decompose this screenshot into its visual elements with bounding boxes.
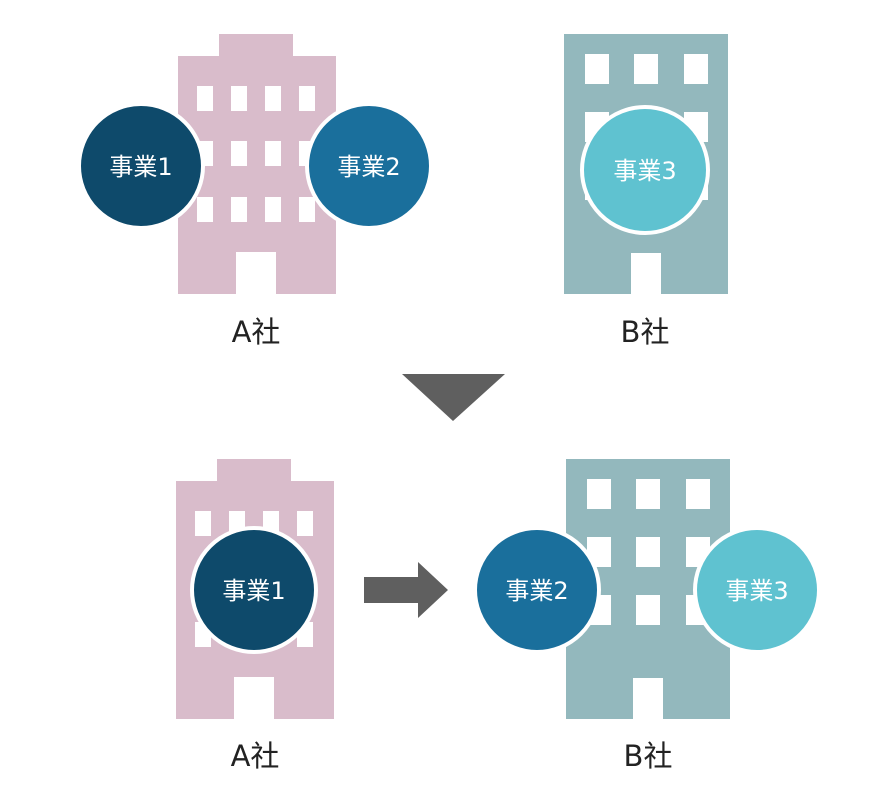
business-1-circle-after: 事業1 bbox=[190, 526, 318, 654]
business-2-circle-before: 事業2 bbox=[305, 102, 433, 230]
business-3-label: 事業3 bbox=[613, 157, 676, 185]
business-1-label: 事業1 bbox=[222, 577, 285, 605]
business-2-label: 事業2 bbox=[337, 153, 400, 181]
transition-down-arrow bbox=[402, 374, 505, 421]
transfer-right-arrow bbox=[364, 562, 448, 618]
company-a-label-before: A社 bbox=[232, 315, 281, 349]
business-3-circle-before: 事業3 bbox=[580, 105, 710, 235]
business-2-circle-after: 事業2 bbox=[473, 526, 601, 654]
building-a-before-shape bbox=[178, 34, 336, 294]
building-a-before bbox=[178, 34, 336, 294]
company-a-label-after: A社 bbox=[231, 739, 280, 773]
building-b-after-windows bbox=[587, 479, 710, 719]
business-3-label: 事業3 bbox=[725, 577, 788, 605]
business-1-label: 事業1 bbox=[109, 153, 172, 181]
company-b-label-after: B社 bbox=[624, 739, 673, 773]
company-b-label-before: B社 bbox=[621, 315, 670, 349]
business-2-label: 事業2 bbox=[505, 577, 568, 605]
business-1-circle-before: 事業1 bbox=[77, 102, 205, 230]
business-3-circle-after: 事業3 bbox=[693, 526, 821, 654]
